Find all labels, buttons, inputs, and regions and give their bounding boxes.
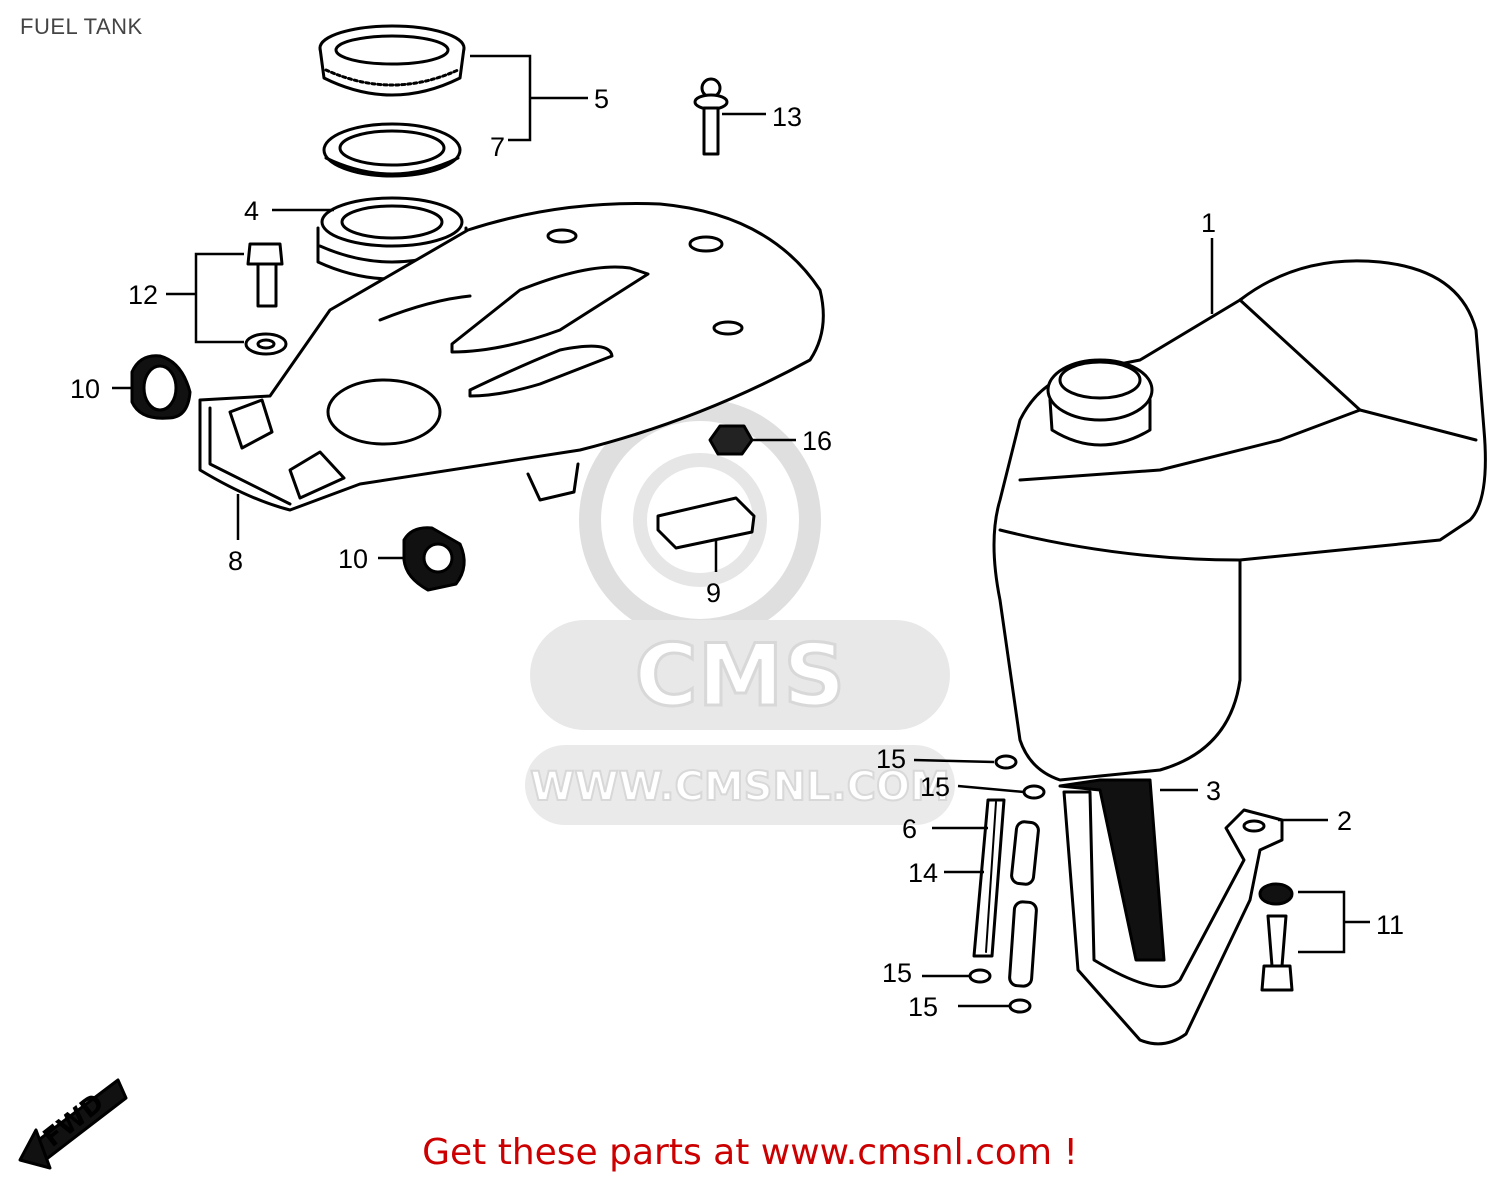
callout-15a: 15 [876,744,906,774]
callout-2: 2 [1337,806,1352,836]
fuel-tank [992,259,1487,782]
fuel-cap [318,24,466,97]
fwd-arrow-icon [18,1078,128,1170]
callout-3: 3 [1206,776,1221,806]
tank-strip-3 [1058,778,1166,962]
callout-labels: 1 2 3 4 5 6 7 8 9 10 10 11 12 13 14 15 1… [70,84,1404,1022]
callout-15d: 15 [908,992,938,1022]
tank-cover [198,202,825,512]
bolt-12 [244,242,288,356]
callout-10a: 10 [70,374,100,404]
callout-16: 16 [802,426,832,456]
clip-15d [1008,998,1032,1014]
callout-15c: 15 [882,958,912,988]
callout-8: 8 [228,546,243,576]
watermark-brand: CMS [635,626,846,726]
grommet-upper [130,354,192,420]
callout-14: 14 [908,858,938,888]
leader-lines [112,54,1370,1008]
bolt-11 [1258,882,1294,992]
callout-1: 1 [1201,208,1216,238]
callout-7: 7 [490,132,505,162]
footer-promo: Get these parts at www.cmsnl.com ! [422,1132,1078,1173]
callout-11: 11 [1376,910,1404,940]
callout-15b: 15 [920,772,950,802]
watermark-url: WWW.CMSNL.COM [530,764,950,810]
grommet-lower [402,526,466,592]
callout-6: 6 [902,814,917,844]
hose-14-upper [1010,820,1040,886]
callout-5: 5 [594,84,609,114]
nut-16 [708,424,754,456]
bracket-2 [1062,790,1284,1046]
cms-watermark: CMS WWW.CMSNL.COM [525,399,955,825]
pad-9 [656,496,756,550]
cap-gasket [322,122,462,178]
hose-6 [972,798,1006,958]
clip-15b [1022,784,1046,800]
callout-12: 12 [128,280,158,310]
callout-13: 13 [772,102,802,132]
hose-14-lower [1008,900,1038,988]
clip-15c [968,968,992,984]
bolt-13 [693,77,729,156]
callout-10b: 10 [338,544,368,574]
clip-15a [994,754,1018,770]
callout-4: 4 [244,196,259,226]
callout-9: 9 [706,578,721,608]
page-title: FUEL TANK [20,14,143,39]
